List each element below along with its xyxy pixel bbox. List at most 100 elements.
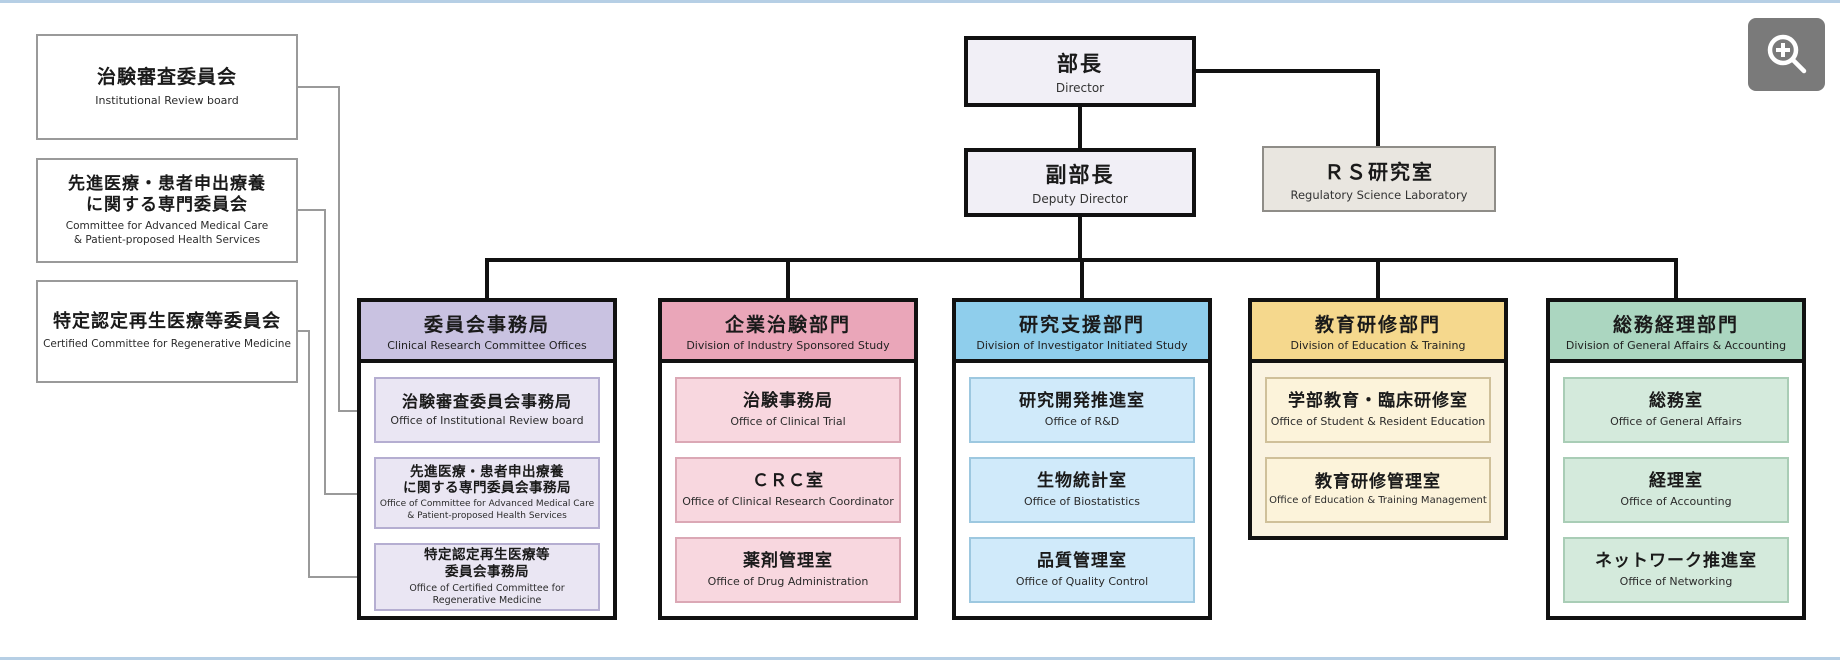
bottom-accent-line <box>0 657 1840 660</box>
division-column-investigator-study: 研究支援部門 Division of Investigator Initiate… <box>952 298 1212 620</box>
office-subtitle: Office of General Affairs <box>1610 414 1742 428</box>
office-title: 生物統計室 <box>1037 471 1127 492</box>
connector-committee-2 <box>324 493 359 495</box>
connector-drop-division-2 <box>786 258 790 300</box>
director-box: 部長 Director <box>964 36 1196 107</box>
division-subtitle: Division of Education & Training <box>1290 338 1466 352</box>
committee-box-irb: 治験審査委員会 Institutional Review board <box>36 34 298 140</box>
office-title: 治験事務局 <box>743 391 833 412</box>
connector-drop-division-3 <box>1080 258 1084 300</box>
office-box-biostatistics: 生物統計室 Office of Biostatistics <box>969 457 1195 523</box>
office-box-training-management: 教育研修管理室 Office of Education & Training M… <box>1265 457 1491 523</box>
office-box-accounting: 経理室 Office of Accounting <box>1563 457 1789 523</box>
committee-subtitle: Institutional Review board <box>95 93 239 107</box>
connector-committee-3 <box>308 330 310 578</box>
connector-drop-division-1 <box>485 258 489 300</box>
office-subtitle: Office of Quality Control <box>1015 574 1149 588</box>
office-subtitle: Office of Drug Administration <box>707 574 869 588</box>
committee-title: 治験審査委員会 <box>96 65 237 88</box>
connector-committee-1 <box>338 410 359 412</box>
zoom-in-button[interactable] <box>1748 18 1825 91</box>
division-header: 委員会事務局 Clinical Research Committee Offic… <box>361 302 613 363</box>
division-column-industry-study: 企業治験部門 Division of Industry Sponsored St… <box>658 298 918 620</box>
connector-deputy-trunk <box>1078 215 1082 262</box>
connector-director-rslab-v <box>1376 69 1380 148</box>
office-title: 薬剤管理室 <box>743 551 833 572</box>
director-title: 部長 <box>1057 52 1103 76</box>
office-subtitle: Office of Biostatistics <box>1023 494 1141 508</box>
division-column-committee-offices: 委員会事務局 Clinical Research Committee Offic… <box>357 298 617 620</box>
office-box-advanced-care-office: 先進医療・患者申出療養 に関する専門委員会事務局 Office of Commi… <box>374 457 600 529</box>
office-subtitle: Office of Clinical Research Coordinator <box>682 494 894 508</box>
office-box-general-affairs: 総務室 Office of General Affairs <box>1563 377 1789 443</box>
office-subtitle: Office of Accounting <box>1620 494 1732 508</box>
office-box-clinical-trial: 治験事務局 Office of Clinical Trial <box>675 377 901 443</box>
office-title: 治験審査委員会事務局 <box>401 392 572 412</box>
division-column-general-affairs: 総務経理部門 Division of General Affairs & Acc… <box>1546 298 1806 620</box>
division-title: 教育研修部門 <box>1314 313 1441 336</box>
division-title: 総務経理部門 <box>1612 313 1739 336</box>
connector-committee-2 <box>298 209 326 211</box>
office-subtitle: Office of Student & Resident Education <box>1270 414 1486 428</box>
division-subtitle: Clinical Research Committee Offices <box>387 338 587 352</box>
office-title: ネットワーク推進室 <box>1595 551 1757 572</box>
office-box-regenerative-office: 特定認定再生医療等 委員会事務局 Office of Certified Com… <box>374 543 600 611</box>
office-subtitle: Office of Education & Training Managemen… <box>1269 495 1487 507</box>
rs-laboratory-subtitle: Regulatory Science Laboratory <box>1290 188 1468 202</box>
connector-committee-1 <box>338 86 340 412</box>
office-box-crc: ＣＲＣ室 Office of Clinical Research Coordin… <box>675 457 901 523</box>
office-subtitle: Office of Institutional Review board <box>390 414 584 428</box>
division-column-education-training: 教育研修部門 Division of Education & Training … <box>1248 298 1508 540</box>
office-title: 研究開発推進室 <box>1019 391 1145 412</box>
office-subtitle: Office of Networking <box>1619 574 1733 588</box>
connector-committee-1 <box>298 86 340 88</box>
division-header: 研究支援部門 Division of Investigator Initiate… <box>956 302 1208 363</box>
office-box-networking: ネットワーク推進室 Office of Networking <box>1563 537 1789 603</box>
connector-director-deputy <box>1078 105 1082 150</box>
deputy-director-subtitle: Deputy Director <box>1032 192 1128 206</box>
top-accent-line <box>0 0 1840 3</box>
office-title: 総務室 <box>1649 391 1703 412</box>
committee-subtitle: Certified Committee for Regenerative Med… <box>43 337 291 350</box>
office-box-irb-office: 治験審査委員会事務局 Office of Institutional Revie… <box>374 377 600 443</box>
connector-committee-2 <box>324 209 326 495</box>
office-box-drug-administration: 薬剤管理室 Office of Drug Administration <box>675 537 901 603</box>
division-title: 委員会事務局 <box>423 313 550 336</box>
committee-box-regenerative: 特定認定再生医療等委員会 Certified Committee for Reg… <box>36 280 298 383</box>
office-subtitle: Office of Committee for Advanced Medical… <box>379 499 595 521</box>
office-subtitle: Office of R&D <box>1044 414 1120 428</box>
office-box-rnd: 研究開発推進室 Office of R&D <box>969 377 1195 443</box>
zoom-in-icon <box>1763 32 1811 78</box>
connector-director-rslab-h <box>1196 69 1380 73</box>
division-header: 教育研修部門 Division of Education & Training <box>1252 302 1504 363</box>
office-title: ＣＲＣ室 <box>752 471 824 492</box>
committee-title: 先進医療・患者申出療養 に関する専門委員会 <box>68 173 266 215</box>
office-subtitle: Office of Certified Committee for Regene… <box>409 582 565 606</box>
connector-committee-3 <box>298 330 310 332</box>
office-title: 経理室 <box>1649 471 1703 492</box>
connector-drop-division-5 <box>1674 258 1678 300</box>
deputy-director-box: 副部長 Deputy Director <box>964 148 1196 217</box>
division-subtitle: Division of General Affairs & Accounting <box>1565 338 1787 352</box>
office-title: 品質管理室 <box>1037 551 1127 572</box>
division-subtitle: Division of Investigator Initiated Study <box>976 338 1188 352</box>
division-title: 企業治験部門 <box>724 313 851 336</box>
division-subtitle: Division of Industry Sponsored Study <box>686 338 890 352</box>
office-title: 学部教育・臨床研修室 <box>1288 391 1468 412</box>
office-title: 教育研修管理室 <box>1315 472 1441 493</box>
committee-subtitle: Committee for Advanced Medical Care & Pa… <box>65 220 269 246</box>
office-box-quality-control: 品質管理室 Office of Quality Control <box>969 537 1195 603</box>
office-box-student-resident-education: 学部教育・臨床研修室 Office of Student & Resident … <box>1265 377 1491 443</box>
rs-laboratory-title: ＲＳ研究室 <box>1324 160 1434 184</box>
office-title: 特定認定再生医療等 委員会事務局 <box>424 547 550 580</box>
division-title: 研究支援部門 <box>1018 313 1145 336</box>
committee-title: 特定認定再生医療等委員会 <box>53 311 281 333</box>
director-subtitle: Director <box>1055 81 1105 95</box>
office-subtitle: Office of Clinical Trial <box>730 414 846 428</box>
division-header: 企業治験部門 Division of Industry Sponsored St… <box>662 302 914 363</box>
committee-box-advanced-care: 先進医療・患者申出療養 に関する専門委員会 Committee for Adva… <box>36 158 298 263</box>
office-title: 先進医療・患者申出療養 に関する専門委員会事務局 <box>403 464 571 497</box>
connector-drop-division-4 <box>1376 258 1380 300</box>
division-header: 総務経理部門 Division of General Affairs & Acc… <box>1550 302 1802 363</box>
